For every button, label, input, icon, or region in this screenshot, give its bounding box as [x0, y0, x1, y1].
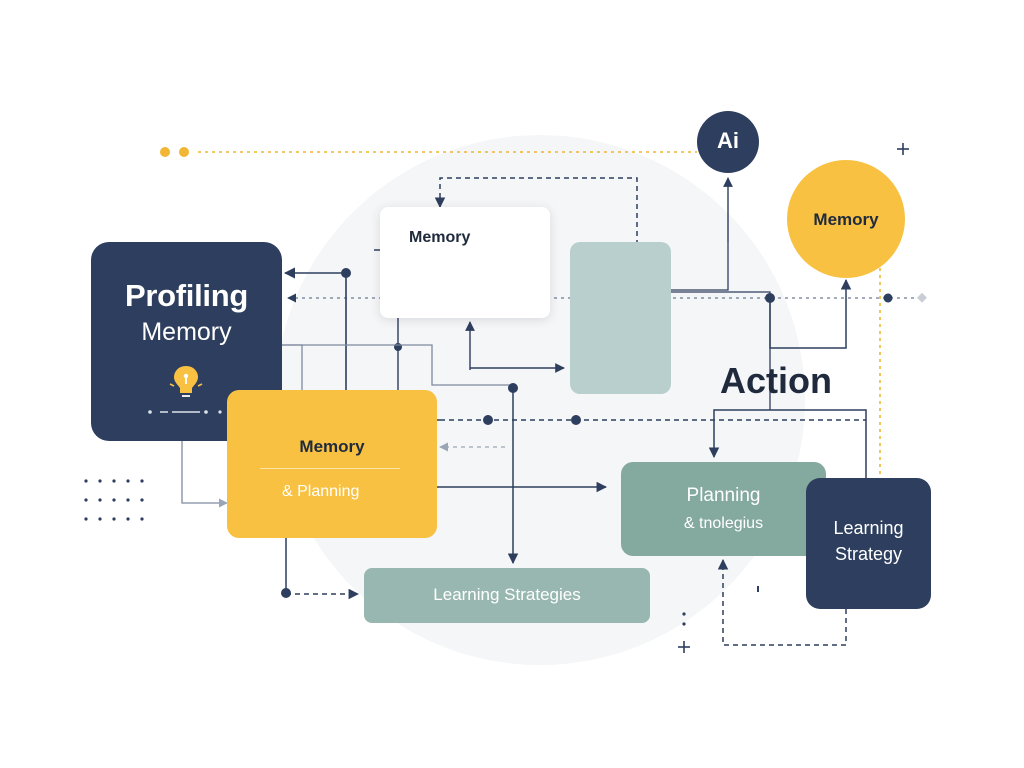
learning-strategies-label: Learning Strategies	[433, 585, 581, 604]
wire-grey-profile-1	[282, 344, 512, 386]
memory-circle[interactable]: Memory	[787, 160, 905, 278]
plus-icon	[897, 143, 909, 155]
memory-note-title: Memory	[409, 229, 471, 246]
memory-circle-label: Memory	[813, 210, 879, 229]
divider	[260, 468, 400, 469]
wire-into-action	[708, 409, 867, 478]
dot-grid-icon	[84, 479, 144, 521]
dot-fragment-icon	[682, 612, 686, 626]
learning-strategy-line-2: Strategy	[834, 544, 903, 564]
memory-planning-card[interactable]: Memory & Planning	[227, 390, 437, 538]
action-label: Action	[720, 360, 832, 401]
memory-planning-subtitle: & Planning	[282, 483, 360, 500]
ai-label: Ai	[717, 128, 739, 153]
planning-tools-subtitle: & tnolegius	[683, 515, 764, 532]
diamond-end	[917, 292, 927, 303]
learning-strategies-bar[interactable]: Learning Strategies	[364, 568, 650, 623]
memory-planning-title: Memory	[299, 437, 365, 456]
amber-dot-2	[179, 147, 189, 157]
dashed-loop-bottom	[717, 558, 847, 646]
wire-grey-profile-3	[181, 441, 228, 508]
memory-note-card[interactable]: Memory	[380, 207, 550, 318]
wire-doc-to-node	[671, 242, 729, 291]
lightbulb-icon	[169, 366, 203, 397]
learning-strategy-card[interactable]: Learning Strategy	[806, 478, 931, 609]
node-dot-d	[483, 415, 493, 425]
node-dot-right	[883, 293, 893, 303]
node-dot-e	[571, 415, 581, 425]
planning-tools-card[interactable]: Planning & tnolegius	[621, 462, 826, 556]
plus-icon	[678, 641, 690, 653]
dots-line-icon	[148, 410, 222, 414]
node-dot-f	[281, 588, 291, 598]
amber-dot-1	[160, 147, 170, 157]
node-dot-b	[394, 343, 402, 351]
dashed-loop-top	[434, 177, 638, 242]
wire-grey-profile-2	[282, 344, 303, 390]
wire-doc-right	[671, 291, 771, 410]
learning-strategy-line-1: Learning	[833, 518, 904, 538]
profiling-title: Profiling	[124, 278, 248, 313]
document-card[interactable]	[570, 242, 671, 394]
profiling-subtitle: Memory	[141, 318, 232, 346]
planning-tools-title: Planning	[686, 485, 761, 506]
ai-circle[interactable]: Ai	[697, 111, 759, 173]
